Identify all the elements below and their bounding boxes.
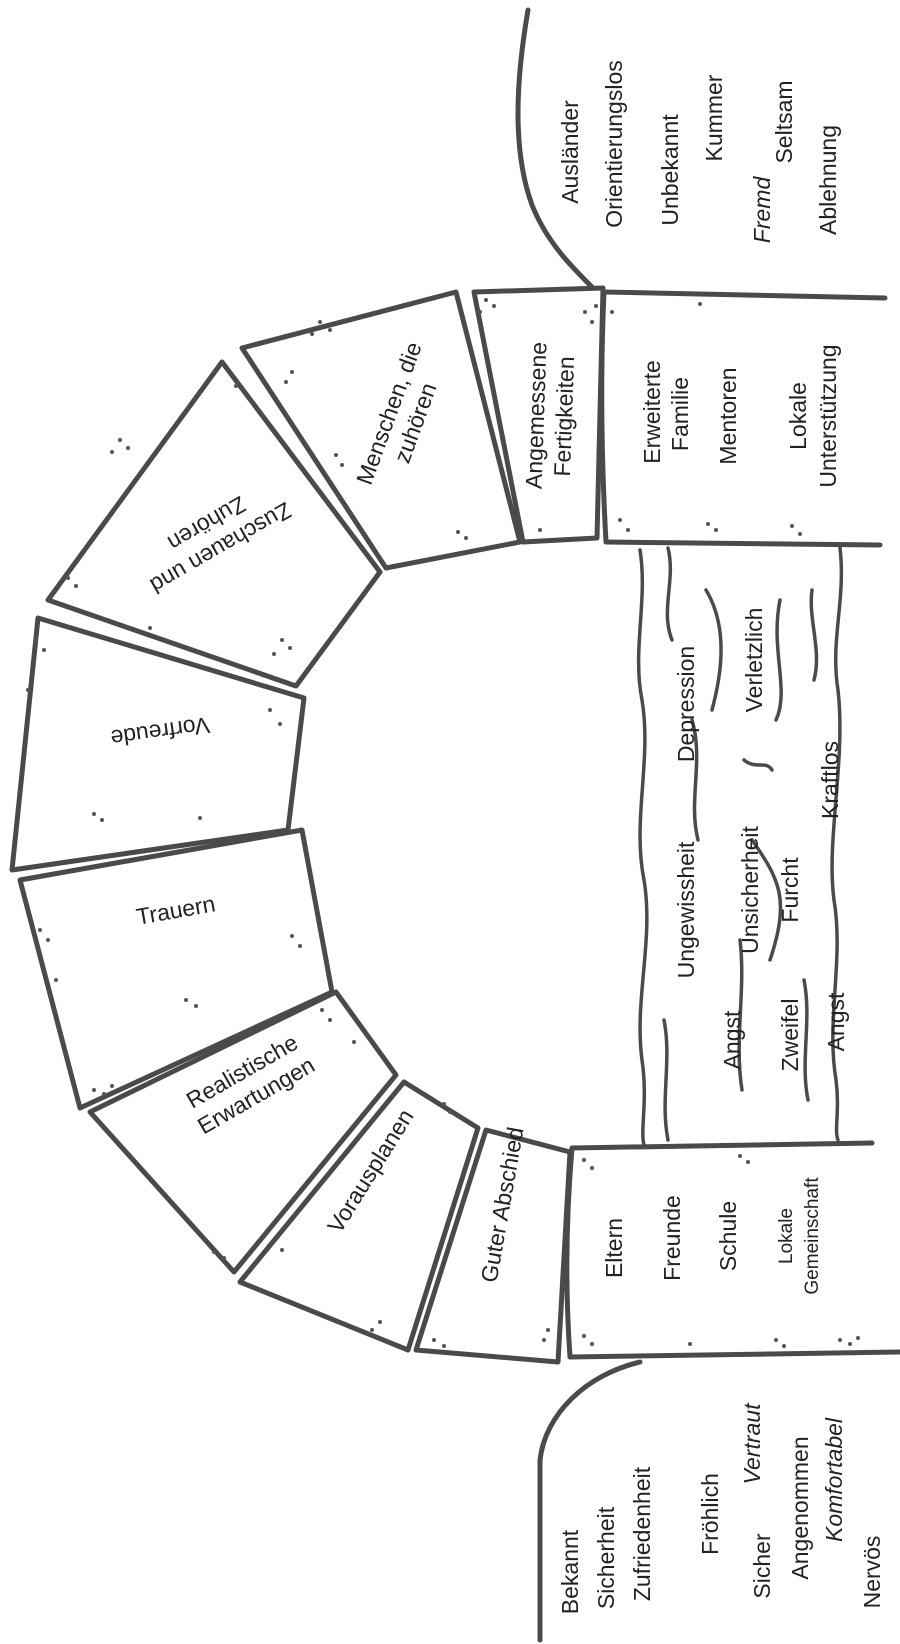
stone-zuschauen-und-zuhoeren (45, 359, 383, 689)
word-seltsam: Seltsam (771, 80, 797, 163)
stone-vorfreude (9, 615, 307, 873)
river-words: Depression Verletzlich Kraftlos Ungewiss… (673, 608, 849, 1072)
top-right-words: Ausländer Orientierungslos Unbekannt Kum… (557, 60, 841, 243)
word-angst-1: Angst (719, 1010, 745, 1069)
label-familie: Familie (667, 377, 693, 451)
label-fertigkeiten: Fertigkeiten (549, 356, 579, 477)
word-zweifel: Zweifel (777, 999, 803, 1072)
word-vertraut: Vertraut (739, 1402, 765, 1485)
word-auslaender: Ausländer (557, 100, 583, 204)
label-gemeinschaft: Gemeinschaft (802, 1177, 823, 1295)
top-right-bank-curve (515, 7, 600, 295)
stone-realistische-erwartungen (87, 989, 399, 1275)
word-angenommen: Angenommen (787, 1436, 813, 1579)
label-mentoren: Mentoren (715, 367, 741, 464)
word-sicherheit: Sicherheit (593, 1506, 619, 1609)
word-ungewissheit: Ungewissheit (673, 841, 699, 978)
label-eltern: Eltern (601, 1218, 627, 1278)
word-unsicherheit: Unsicherheit (737, 825, 763, 953)
label-schule: Schule (715, 1201, 741, 1271)
stone-guter-abschied (413, 1127, 573, 1365)
word-komfortabel: Komfortabel (821, 1417, 847, 1542)
label-lokale-top: Lokale (785, 382, 811, 450)
label-lokale-bottom: Lokale (776, 1208, 797, 1264)
word-kraftlos: Kraftlos (817, 741, 843, 819)
arch-stones (9, 285, 606, 1365)
word-orientierungslos: Orientierungslos (601, 60, 627, 227)
river-waves (636, 546, 844, 1147)
label-unterstuetzung: Unterstützung (815, 344, 841, 487)
word-froehlich: Fröhlich (697, 1473, 723, 1555)
bottom-left-bank-curve (537, 1359, 643, 1643)
stone-trauern (17, 827, 335, 1111)
word-nervoes: Nervös (859, 1536, 885, 1609)
stipple-texture (26, 298, 860, 1348)
pillar-top-labels: Erweiterte Familie Mentoren Lokale Unter… (639, 344, 841, 487)
word-depression: Depression (673, 646, 699, 762)
word-unbekannt: Unbekannt (657, 114, 683, 226)
word-kummer: Kummer (701, 74, 727, 161)
pillar-bottom-labels: Eltern Freunde Schule Lokale Gemeinschaf… (601, 1177, 823, 1295)
stone-vorausplanen (237, 1079, 481, 1353)
stone-angemessene-fertigkeiten (471, 285, 606, 545)
word-bekannt: Bekannt (557, 1529, 583, 1614)
bottom-words: Bekannt Sicherheit Zufriedenheit Fröhlic… (557, 1402, 885, 1614)
word-furcht: Furcht (777, 857, 803, 923)
label-erweiterte: Erweiterte (639, 360, 665, 464)
word-zufriedenheit: Zufriedenheit (629, 1466, 655, 1601)
label-angemessene: Angemessene (520, 342, 551, 490)
label-freunde: Freunde (659, 1195, 685, 1281)
word-verletzlich: Verletzlich (741, 608, 767, 713)
word-sicher: Sicher (749, 1533, 775, 1599)
word-angst-2: Angst (823, 992, 849, 1051)
stone-menschen-die-zuhoeren (239, 289, 523, 571)
word-fremd: Fremd (749, 176, 775, 244)
word-ablehnung: Ablehnung (815, 125, 841, 235)
